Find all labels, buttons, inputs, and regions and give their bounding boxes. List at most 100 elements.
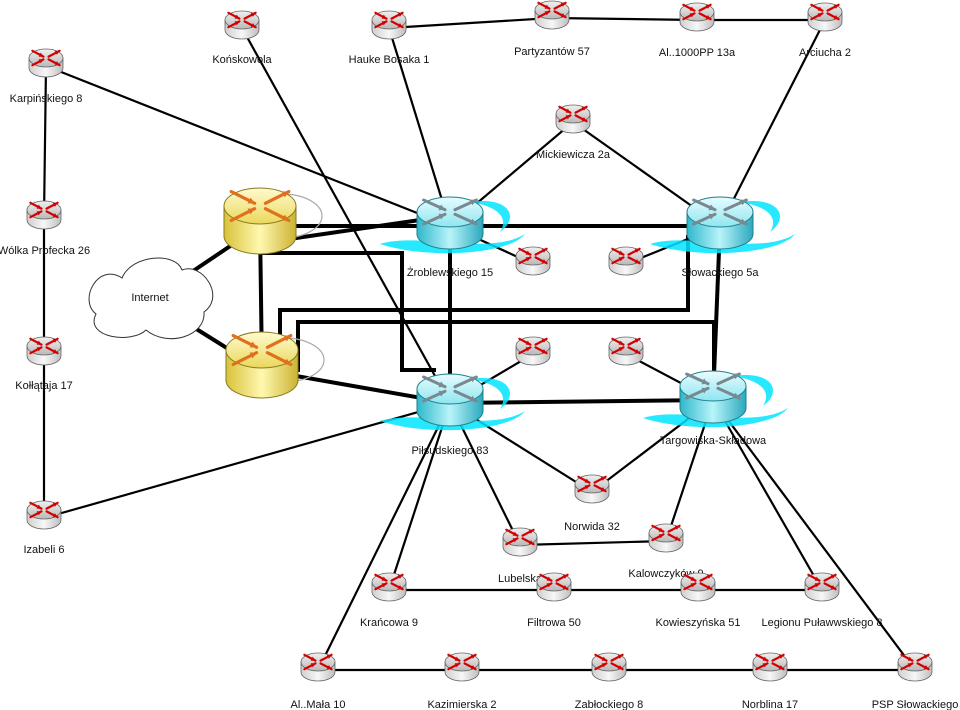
router-kalowczykow[interactable]: Kalowczyków 9 [628,523,704,580]
router-targowiska[interactable]: Targowiska-Składowa [643,370,788,447]
router-unl4[interactable] [608,336,644,366]
router-wolka[interactable]: Wólka Profecka 26 [0,200,90,257]
router-label: Norwida 32 [564,521,620,533]
router-label: Słowackiego 5a [681,267,759,279]
link-hauke-zroblewskiego [387,27,452,227]
router-label: Norblina 17 [742,699,798,710]
router-label: Filtrowa 50 [527,617,581,629]
router-icon [679,2,715,32]
router-kowieszynska[interactable]: Kowieszyńska 51 [656,572,741,629]
router-almala[interactable]: Al..Mała 10 [290,652,346,710]
router-mickiewicza[interactable]: Mickiewicza 2a [536,104,611,161]
router-partyzantow[interactable]: Partyzantów 57 [514,0,590,58]
link-pilsudskiego-almala [317,402,451,671]
router-slowackiego[interactable]: Słowackiego 5a [650,196,795,279]
router-icon [515,246,551,276]
router-icon [804,572,840,602]
router-label: Legionu Puławwskiego 8 [761,617,882,629]
router-label: Krańcowa 9 [360,617,418,629]
router-filtrowa[interactable]: Filtrowa 50 [527,572,581,629]
router-al1000pp[interactable]: Al..1000PP 13a [659,2,736,59]
cloud-label: Internet [131,292,168,304]
link-lubelska-kalowczykow [519,539,667,547]
router-icon [643,370,788,428]
router-hauke[interactable]: Hauke Bosaka 1 [349,10,430,66]
link-pilsudskiego-targowiska [449,398,714,405]
link-pilsudskiego-krancowa [387,402,452,591]
link-karpinskiego-zroblewskiego [45,64,451,228]
trunk-link-border2-slowackiego [278,235,690,355]
router-norwida[interactable]: Norwida 32 [564,474,620,533]
router-icon [300,652,336,682]
router-icon [680,572,716,602]
router-karpinskiego[interactable]: Karpińskiego 8 [10,48,83,105]
router-label: Arciucha 2 [799,47,851,59]
router-arciucha[interactable]: Arciucha 2 [799,2,851,59]
router-icon [555,104,591,134]
router-label: Mickiewicza 2a [536,149,611,161]
router-norblina[interactable]: Norblina 17 [742,652,798,710]
router-izabeli[interactable]: Izabeli 6 [24,500,65,556]
link-hauke-partyzantow [388,16,553,30]
router-icon [224,10,260,40]
router-label: Karpińskiego 8 [10,93,83,105]
router-label: Kowieszyńska 51 [656,617,741,629]
router-icon [574,474,610,504]
link-legionu-targowiska [712,399,823,591]
router-icon [380,373,525,431]
router-label: Żroblewskiego 15 [407,266,493,279]
router-psp[interactable]: PSP Słowackiego [872,652,959,710]
router-icon [608,246,644,276]
router-icon [223,187,323,255]
router-icon [536,572,572,602]
router-kollataja[interactable]: Kołłątaja 17 [15,336,73,392]
router-icon [444,652,480,682]
router-icon [897,652,933,682]
router-unl2[interactable] [608,246,644,276]
router-pilsudskiego[interactable]: Piłsudskiego 83 [380,373,525,457]
router-kazimierska[interactable]: Kazimierska 2 [427,652,497,710]
router-label: PSP Słowackiego [872,699,959,710]
router-label: Hauke Bosaka 1 [349,54,430,66]
router-label: Końskowola [212,54,272,66]
router-icon [591,652,627,682]
router-icon [515,336,551,366]
router-icon [752,652,788,682]
router-border1[interactable] [223,187,323,255]
router-label: Zabłockiego 8 [575,699,644,710]
router-legionu[interactable]: Legionu Puławwskiego 8 [761,572,883,629]
router-label: Partyzantów 57 [514,46,590,58]
router-icon [371,10,407,40]
internet-cloud[interactable]: Internet [88,257,214,340]
router-icon [608,336,644,366]
router-label: Al..1000PP 13a [659,47,736,59]
link-karpinskiego-wolka [42,65,48,219]
router-krancowa[interactable]: Krańcowa 9 [360,572,418,629]
router-icon [28,48,64,78]
router-icon [380,196,525,254]
router-border2[interactable] [225,331,325,399]
router-unl1[interactable] [515,246,551,276]
router-lubelska[interactable]: Lubelska [498,527,543,585]
router-icon [534,0,570,30]
router-label: Izabeli 6 [24,544,65,556]
router-unl3[interactable] [515,336,551,366]
router-label: Lubelska [498,573,543,585]
router-label: Wólka Profecka 26 [0,245,90,257]
router-icon [26,500,62,530]
router-label: Targowiska-Składowa [660,435,767,447]
link-partyzantow-al1000pp [551,16,698,22]
router-label: Kołłątaja 17 [15,380,73,392]
router-icon [807,2,843,32]
router-icon [502,527,538,557]
link-arciucha-slowackiego [719,19,826,227]
router-zroblewskiego[interactable]: Żroblewskiego 15 [380,196,525,279]
router-konskowola[interactable]: Końskowola [212,10,273,66]
router-zablockiego[interactable]: Zabłockiego 8 [575,652,644,710]
link-psp-targowiska [712,399,916,671]
router-label: Kazimierska 2 [427,699,496,710]
router-icon [371,572,407,602]
trunk-link-border2-targowiska [296,320,716,385]
